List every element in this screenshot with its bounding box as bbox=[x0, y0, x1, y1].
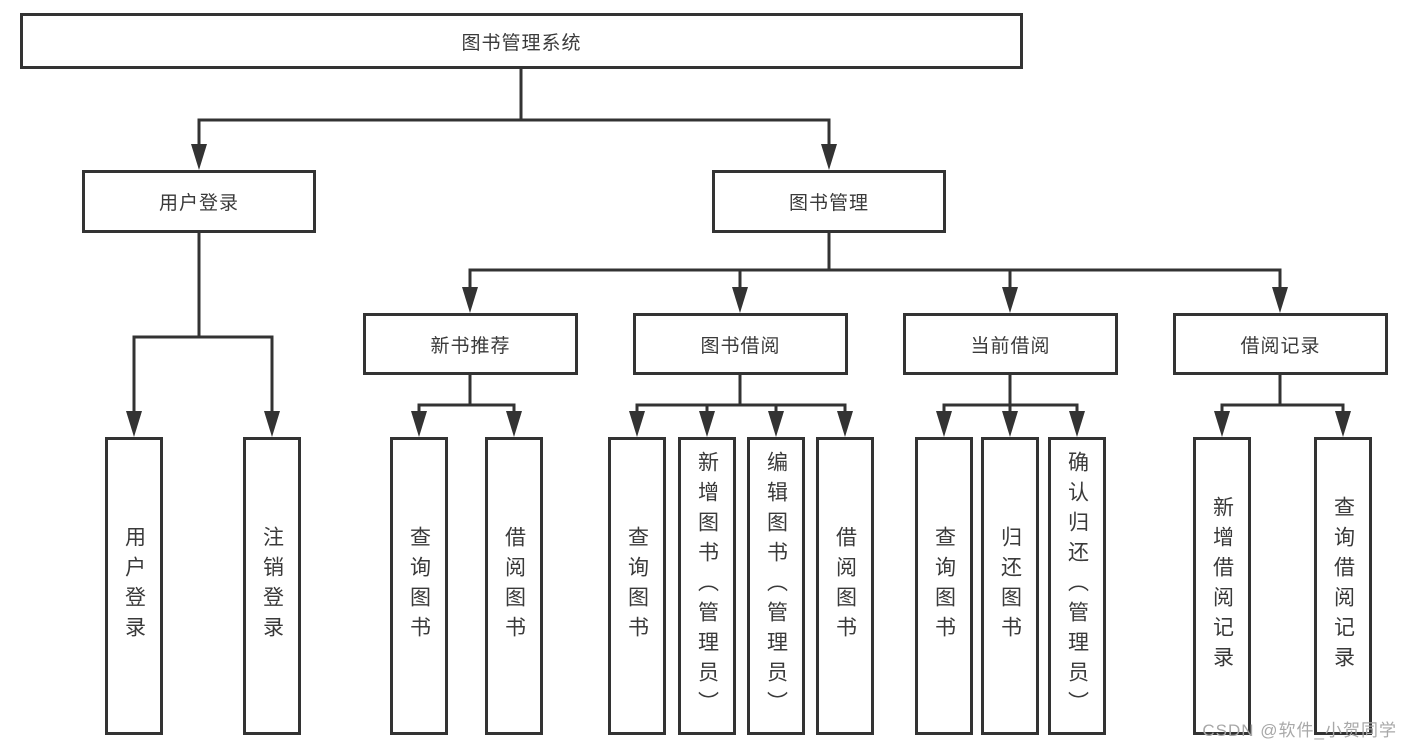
leaf-add-book-admin: 新增图书（管理员） bbox=[678, 437, 736, 735]
leaf-add-borrow-record: 新增借阅记录 bbox=[1193, 437, 1251, 735]
node-user-login: 用户登录 bbox=[82, 170, 316, 233]
leaf-borrow-books-recommend: 借阅图书 bbox=[485, 437, 543, 735]
node-book-borrow: 图书借阅 bbox=[633, 313, 848, 375]
leaf-user-login: 用户登录 bbox=[105, 437, 163, 735]
node-current-borrow: 当前借阅 bbox=[903, 313, 1118, 375]
leaf-query-books-current: 查询图书 bbox=[915, 437, 973, 735]
leaf-borrow-books: 借阅图书 bbox=[816, 437, 874, 735]
leaf-query-books-recommend: 查询图书 bbox=[390, 437, 448, 735]
leaf-logout: 注销登录 bbox=[243, 437, 301, 735]
leaf-query-borrow-record: 查询借阅记录 bbox=[1314, 437, 1372, 735]
leaf-return-books: 归还图书 bbox=[981, 437, 1039, 735]
node-root: 图书管理系统 bbox=[20, 13, 1023, 69]
node-book-management: 图书管理 bbox=[712, 170, 946, 233]
connector-book-management bbox=[468, 233, 1282, 295]
leaf-edit-book-admin: 编辑图书（管理员） bbox=[747, 437, 805, 735]
connector-borrow-records bbox=[1220, 375, 1345, 419]
watermark: CSDN @软件_小贺同学 bbox=[1202, 721, 1397, 740]
connector-book-borrow bbox=[635, 375, 847, 419]
leaf-confirm-return-admin: 确认归还（管理员） bbox=[1048, 437, 1106, 735]
connector-root bbox=[197, 69, 831, 152]
node-borrow-records: 借阅记录 bbox=[1173, 313, 1388, 375]
leaf-query-books-borrow: 查询图书 bbox=[608, 437, 666, 735]
node-new-book-recommend: 新书推荐 bbox=[363, 313, 578, 375]
connector-user-login bbox=[132, 233, 274, 419]
connector-new-book-recommend bbox=[417, 375, 516, 419]
